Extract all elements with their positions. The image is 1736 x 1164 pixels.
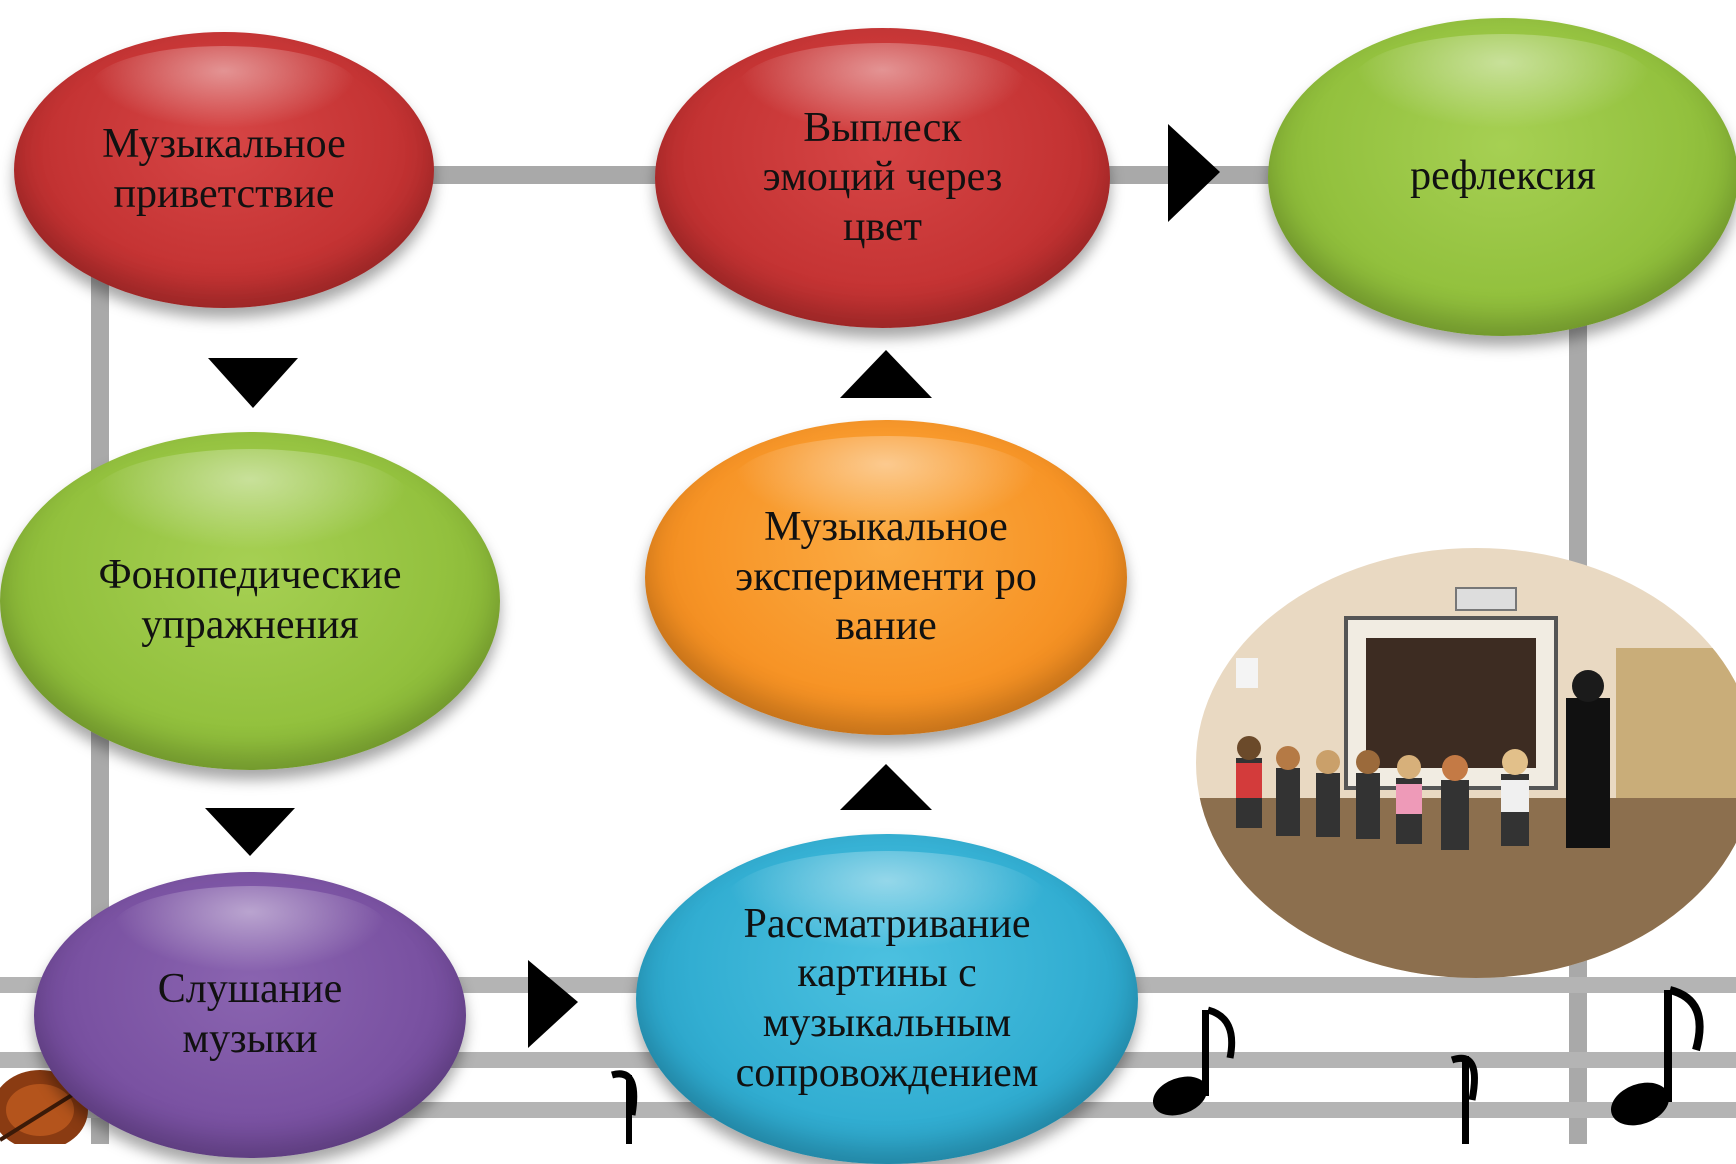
eighth-note-icon <box>1610 986 1704 1126</box>
arrow-down-2 <box>205 808 295 856</box>
eighth-note-icon <box>1450 1055 1478 1144</box>
node-label: Слушание музыки <box>157 966 343 1062</box>
node-label: Выплеск эмоций через цвет <box>762 104 1003 250</box>
node-painting-with-music: Рассматривание картины с музыкальным соп… <box>636 834 1138 1164</box>
arrow-up-1 <box>840 764 932 810</box>
node-label: рефлексия <box>1410 153 1596 200</box>
node-reflection: рефлексия <box>1268 18 1736 336</box>
node-musical-greeting: Музыкальное приветствие <box>14 32 434 308</box>
eighth-note-icon <box>611 1070 638 1144</box>
classroom-photo <box>1196 548 1736 978</box>
arrow-right-2 <box>1168 124 1220 222</box>
arrow-down-1 <box>208 358 298 408</box>
node-label: Музыкальное эксперименти ро вание <box>735 504 1037 650</box>
node-label: Фонопедические упражнения <box>98 552 402 648</box>
node-phonopedic-exercises: Фонопедические упражнения <box>0 432 500 770</box>
flow-arrows <box>205 124 1220 1048</box>
arrow-up-2 <box>840 350 932 398</box>
node-music-listening: Слушание музыки <box>34 872 466 1158</box>
node-label: Рассматривание картины с музыкальным соп… <box>735 900 1039 1096</box>
node-label: Музыкальное приветствие <box>102 121 346 217</box>
music-note-icons <box>611 986 1704 1144</box>
eighth-note-icon <box>1152 1006 1236 1116</box>
node-musical-experimenting: Музыкальное эксперименти ро вание <box>645 420 1127 735</box>
node-emotions-through-color: Выплеск эмоций через цвет <box>655 28 1110 328</box>
arrow-right-1 <box>528 960 578 1048</box>
